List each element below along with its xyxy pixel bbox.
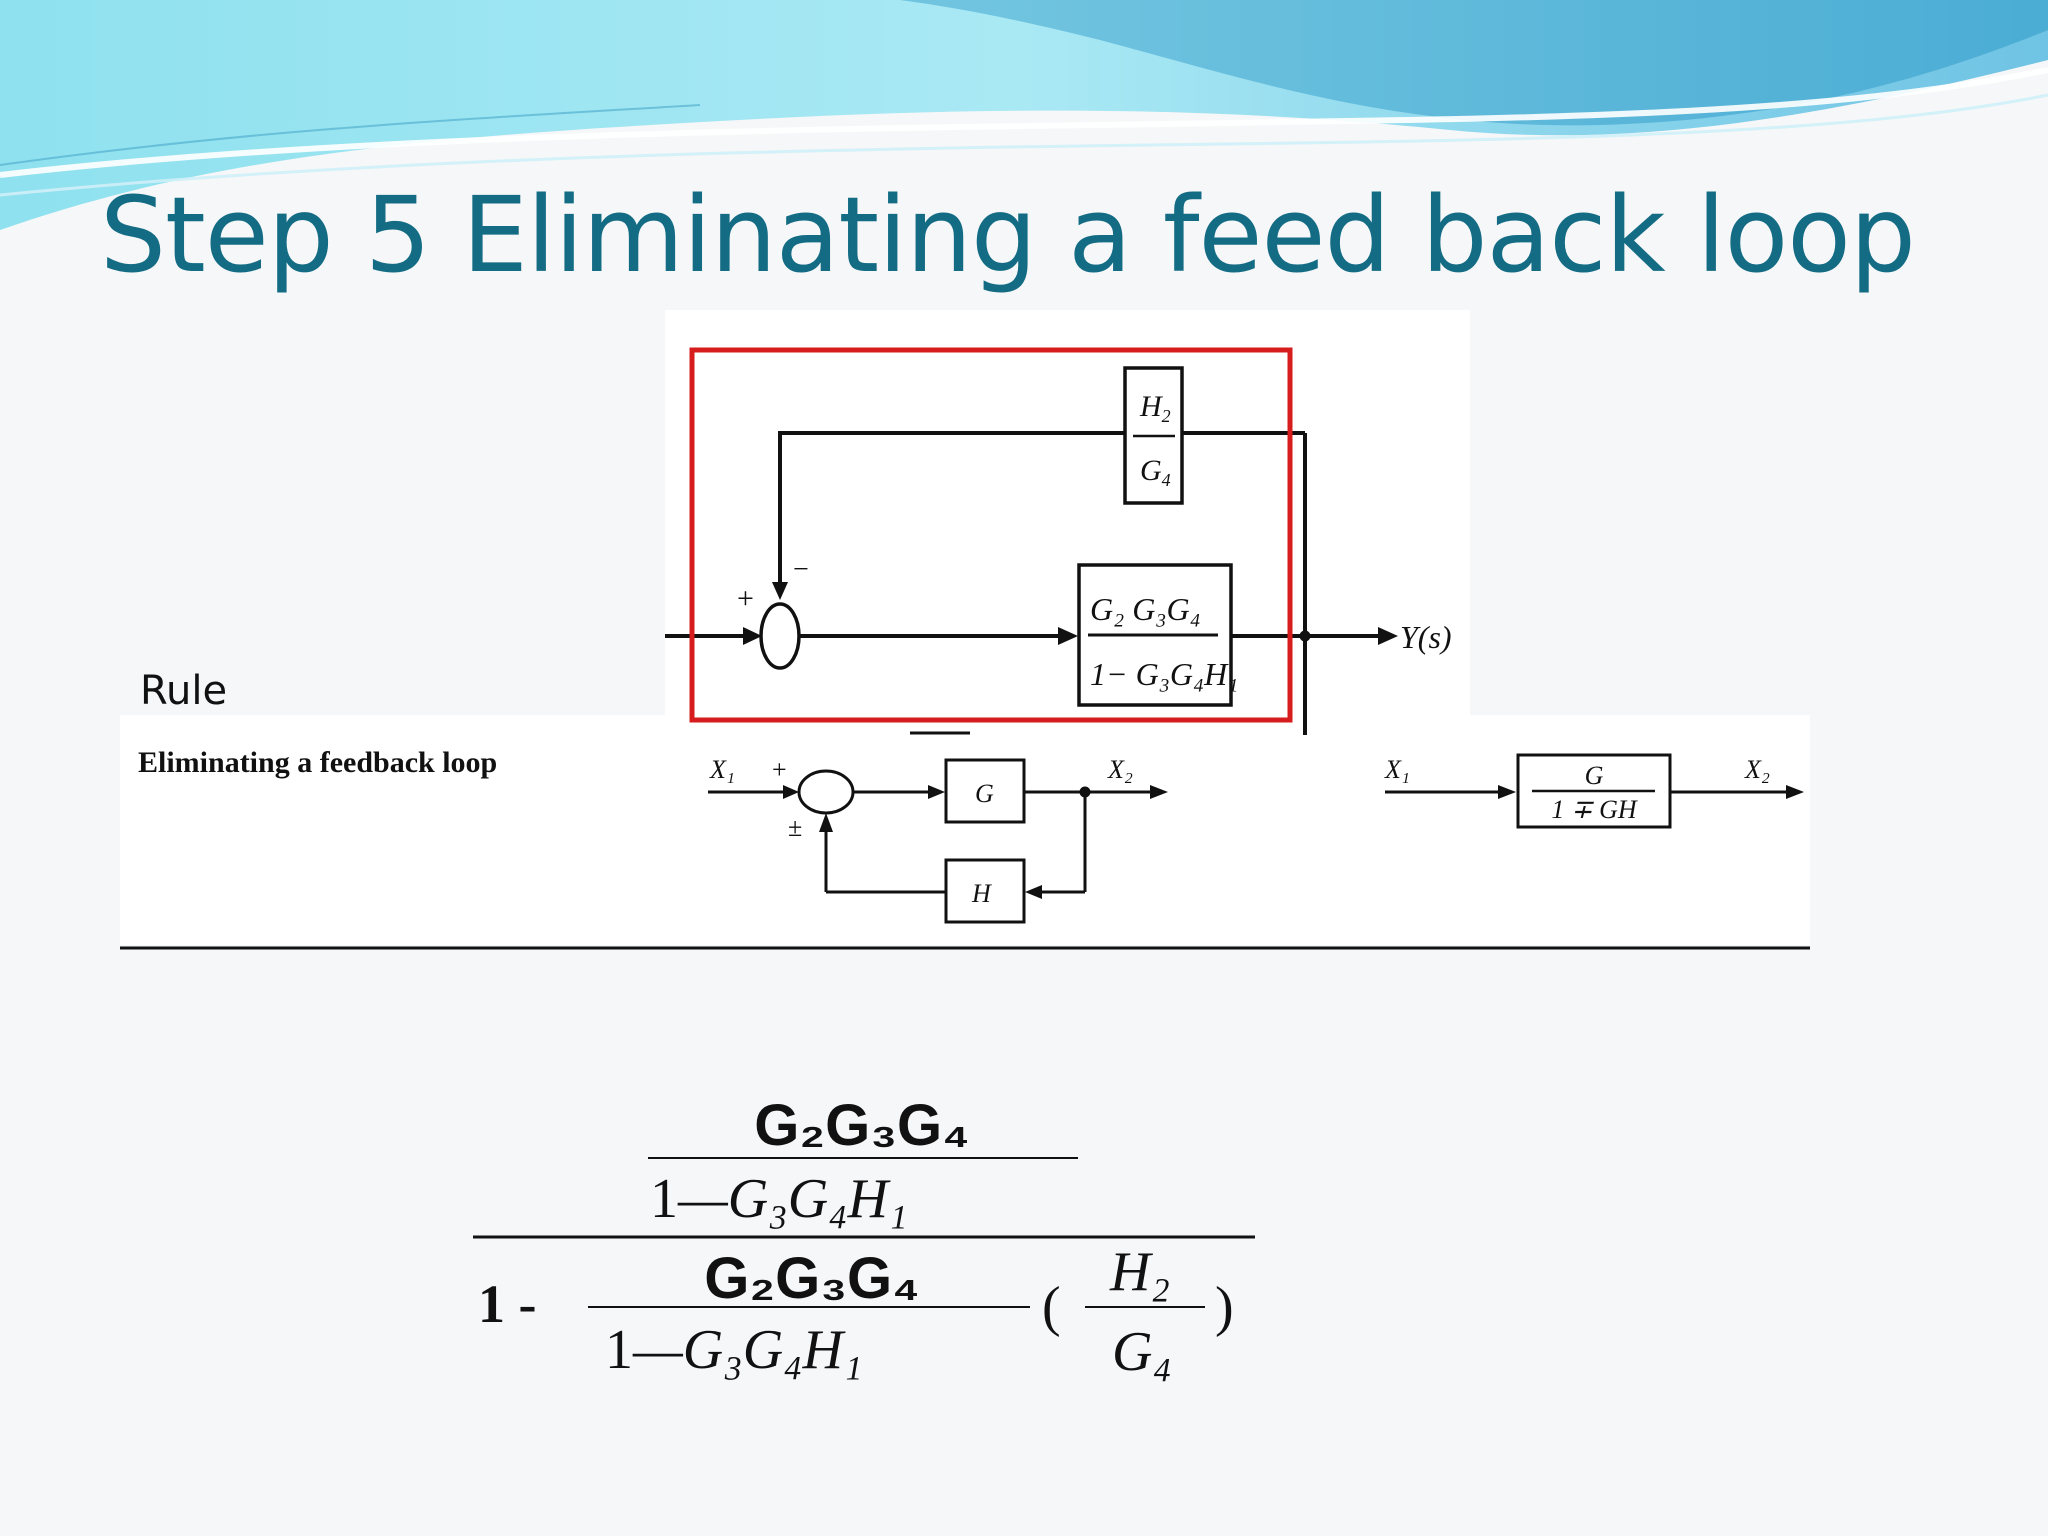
eq-one-minus: 1 - bbox=[478, 1274, 536, 1334]
eq-h2: H₂ bbox=[1109, 1241, 1170, 1303]
forward-block-denominator: 1− G₃G₄H₁ bbox=[1090, 656, 1238, 692]
top-diagram-panel bbox=[665, 310, 1470, 715]
rule-h-label: H bbox=[971, 879, 992, 908]
rule-result-denominator: 1 ∓ GH bbox=[1551, 795, 1638, 824]
slide-title: Step 5 Eliminating a feed back loop bbox=[100, 174, 1916, 296]
eq-paren-close: ) bbox=[1215, 1276, 1234, 1338]
forward-block-numerator: G₂ G₃G₄ bbox=[1090, 591, 1201, 627]
minus-sign: − bbox=[793, 554, 809, 585]
top-block-diagram bbox=[665, 366, 1398, 735]
rule-result-numerator: G bbox=[1585, 761, 1604, 790]
eq-inner-numerator: G₂G₃G₄ bbox=[754, 1093, 970, 1158]
h2-numerator: H2 bbox=[1139, 390, 1171, 426]
rule-loop-diagram bbox=[708, 758, 1168, 924]
rule-result-diagram bbox=[1385, 753, 1804, 829]
rule-g-label: G bbox=[975, 779, 994, 808]
eq-inner-den-one: 1 bbox=[650, 1168, 678, 1230]
svg-text:1—G₃G₄H₁: 1—G₃G₄H₁ bbox=[650, 1168, 908, 1230]
eq-paren-open: ( bbox=[1042, 1276, 1061, 1338]
feedback-path-left bbox=[778, 431, 1124, 585]
eq-second-den-one: 1 bbox=[605, 1319, 633, 1381]
rule-plus-sign: + bbox=[772, 755, 787, 784]
rule-output-label: X₂ bbox=[1107, 755, 1133, 784]
eq-second-den-rest: —G₃G₄H₁ bbox=[632, 1319, 863, 1381]
eq-g4: G₄ bbox=[1112, 1321, 1172, 1383]
eq-inner-den-rest: —G₃G₄H₁ bbox=[677, 1168, 908, 1230]
eq-second-numerator: G₂G₃G₄ bbox=[704, 1246, 920, 1311]
h2-over-g4-block bbox=[1123, 366, 1184, 505]
forward-arrowhead bbox=[1058, 627, 1078, 645]
rule-result-input-label: X₁ bbox=[1384, 755, 1410, 784]
pickoff-dot bbox=[1299, 630, 1311, 642]
feedback-arrowhead bbox=[772, 582, 788, 600]
g4-denominator: G4 bbox=[1140, 454, 1171, 490]
rule-label: Rule bbox=[140, 668, 228, 714]
rule-pm-sign: ± bbox=[788, 813, 802, 842]
plus-sign: + bbox=[737, 582, 754, 615]
closed-loop-equation: G₂G₃G₄ 1—G₃G₄H₁ 1 - G₂G₃G₄ 1—G₃G₄H₁ ( H₂… bbox=[473, 1093, 1255, 1383]
output-label: Y(s) bbox=[1400, 619, 1452, 655]
svg-text:1—G₃G₄H₁: 1—G₃G₄H₁ bbox=[605, 1319, 863, 1381]
highlight-box bbox=[689, 347, 1293, 723]
input-arrowhead bbox=[743, 627, 762, 645]
header-wave-decoration bbox=[0, 0, 2048, 230]
rule-caption: Eliminating a feedback loop bbox=[138, 746, 497, 779]
output-arrowhead bbox=[1378, 627, 1398, 645]
rule-result-output-label: X₂ bbox=[1744, 755, 1770, 784]
rule-diagram-panel bbox=[120, 715, 1810, 945]
rule-input-label: X₁ bbox=[709, 755, 735, 784]
